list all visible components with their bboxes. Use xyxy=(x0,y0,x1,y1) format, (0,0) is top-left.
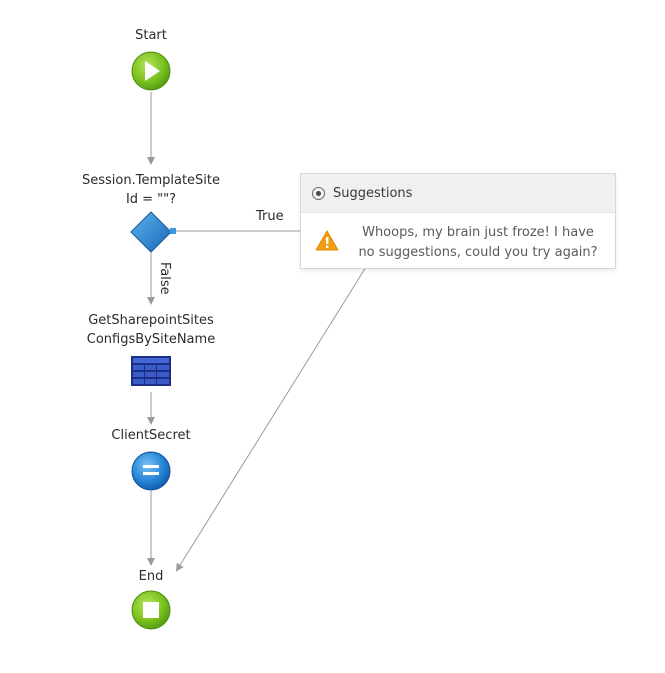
condition-label: Session.TemplateSite Id = ""? xyxy=(71,171,231,209)
condition-label-line1: Session.TemplateSite xyxy=(81,173,220,188)
end-label: End xyxy=(138,569,164,584)
table-icon xyxy=(131,356,171,386)
play-icon xyxy=(145,61,160,81)
suggestions-radio-icon[interactable] xyxy=(312,186,325,200)
aggregate-node[interactable] xyxy=(131,356,171,386)
warning-icon xyxy=(315,230,339,251)
condition-node[interactable] xyxy=(130,211,176,253)
false-branch-label: False xyxy=(157,262,172,295)
start-node[interactable] xyxy=(131,51,171,91)
suggestions-message: Whoops, my brain just froze! I have no s… xyxy=(358,225,598,260)
aggregate-label: GetSharepointSites ConfigsBySiteName xyxy=(71,311,231,349)
diamond-icon xyxy=(130,211,172,253)
aggregate-label-line2: ConfigsBySiteName xyxy=(86,332,216,347)
true-branch-label: True xyxy=(256,209,284,224)
true-port-handle[interactable] xyxy=(170,228,176,234)
suggestions-body: Whoops, my brain just froze! I have no s… xyxy=(301,213,615,263)
connector-true-to-end[interactable] xyxy=(175,266,367,572)
aggregate-label-line1: GetSharepointSites xyxy=(88,313,214,328)
stop-icon xyxy=(143,602,159,618)
suggestions-header[interactable]: Suggestions xyxy=(301,174,615,213)
end-node[interactable] xyxy=(131,590,171,630)
assign-node[interactable] xyxy=(131,451,171,491)
condition-label-line2: Id = ""? xyxy=(125,192,177,207)
suggestions-popup: Suggestions Whoops, my brain just froze!… xyxy=(300,173,616,269)
suggestions-title: Suggestions xyxy=(333,185,413,201)
equals-icon xyxy=(143,465,159,475)
start-label: Start xyxy=(135,28,167,43)
assign-label: ClientSecret xyxy=(111,428,191,443)
